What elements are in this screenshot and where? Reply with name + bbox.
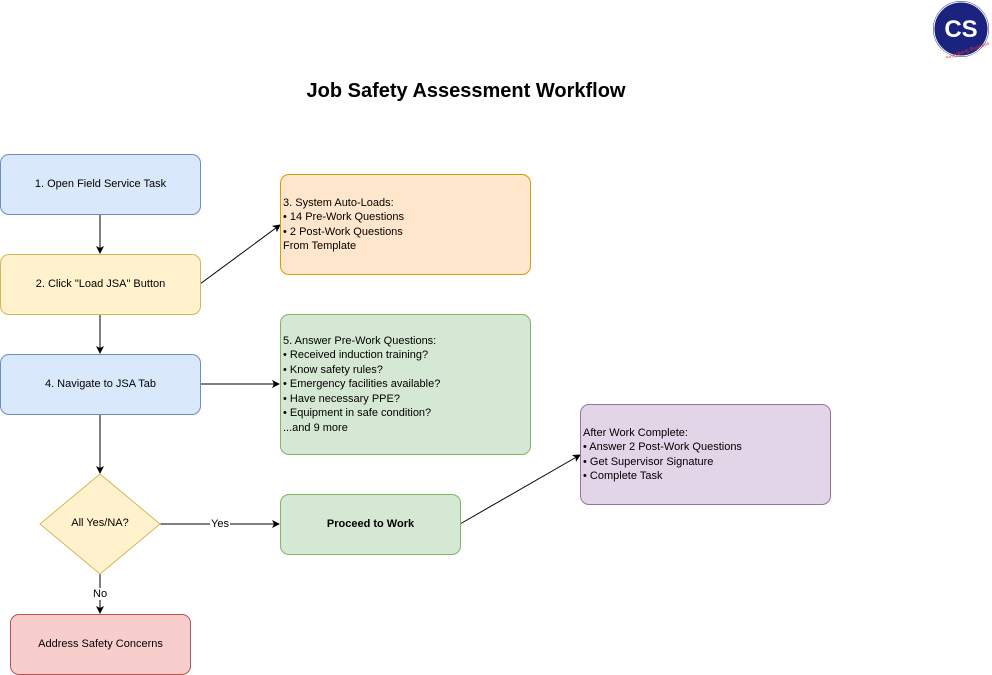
step-address-safety-concerns: Address Safety Concerns (10, 614, 191, 675)
diagram-title: Job Safety Assessment Workflow (306, 80, 626, 102)
after-work-line: • Answer 2 Post-Work Questions (583, 441, 742, 453)
answer-pre-line: • Have necessary PPE? (283, 392, 400, 405)
edge-proceed-to-after (459, 454, 581, 525)
after-work-heading: After Work Complete: (583, 426, 688, 439)
step-proceed-to-work: Proceed to Work (280, 494, 461, 555)
step-navigate-label: 4. Navigate to JSA Tab (44, 378, 157, 391)
answer-pre-line: ...and 9 more (283, 421, 348, 434)
auto-loads-line: • 2 Post-Work Questions (283, 225, 403, 238)
step-answer-pre-work: 5. Answer Pre-Work Questions: • Received… (280, 314, 531, 455)
step-open-label: 1. Open Field Service Task (34, 178, 167, 191)
decision-diamond (39, 473, 161, 575)
auto-loads-heading: 3. System Auto-Loads: (283, 196, 394, 209)
answer-pre-line: • Emergency facilities available? (283, 378, 441, 391)
step-load-jsa-label: 2. Click "Load JSA" Button (35, 278, 166, 291)
step-open-field-service-task: 1. Open Field Service Task (0, 154, 201, 215)
step-after-work-complete: After Work Complete: • Answer 2 Post-Wor… (580, 404, 831, 505)
edge-2-to-3 (199, 224, 281, 285)
answer-pre-line: • Received induction training? (283, 349, 429, 362)
after-work-line: • Complete Task (583, 470, 663, 482)
step-navigate-jsa-tab: 4. Navigate to JSA Tab (0, 354, 201, 415)
edge-label-yes: Yes (210, 518, 230, 530)
after-work-line: • Get Supervisor Signature (583, 455, 714, 468)
svg-text:CS: CS (944, 16, 977, 43)
answer-pre-heading: 5. Answer Pre-Work Questions: (283, 334, 437, 347)
step-system-auto-loads: 3. System Auto-Loads: • 14 Pre-Work Ques… (280, 174, 531, 275)
address-label: Address Safety Concerns (38, 638, 163, 651)
auto-loads-line: From Template (283, 240, 357, 252)
company-logo: CS Simplifying Business (932, 0, 991, 62)
edge-label-no: No (92, 588, 109, 600)
answer-pre-line: • Equipment in safe condition? (283, 407, 432, 420)
proceed-label: Proceed to Work (326, 518, 415, 531)
auto-loads-line: • 14 Pre-Work Questions (283, 211, 405, 223)
answer-pre-line: • Know safety rules? (283, 363, 383, 376)
step-click-load-jsa: 2. Click "Load JSA" Button (0, 254, 201, 315)
decision-label: All Yes/NA? (71, 517, 129, 529)
